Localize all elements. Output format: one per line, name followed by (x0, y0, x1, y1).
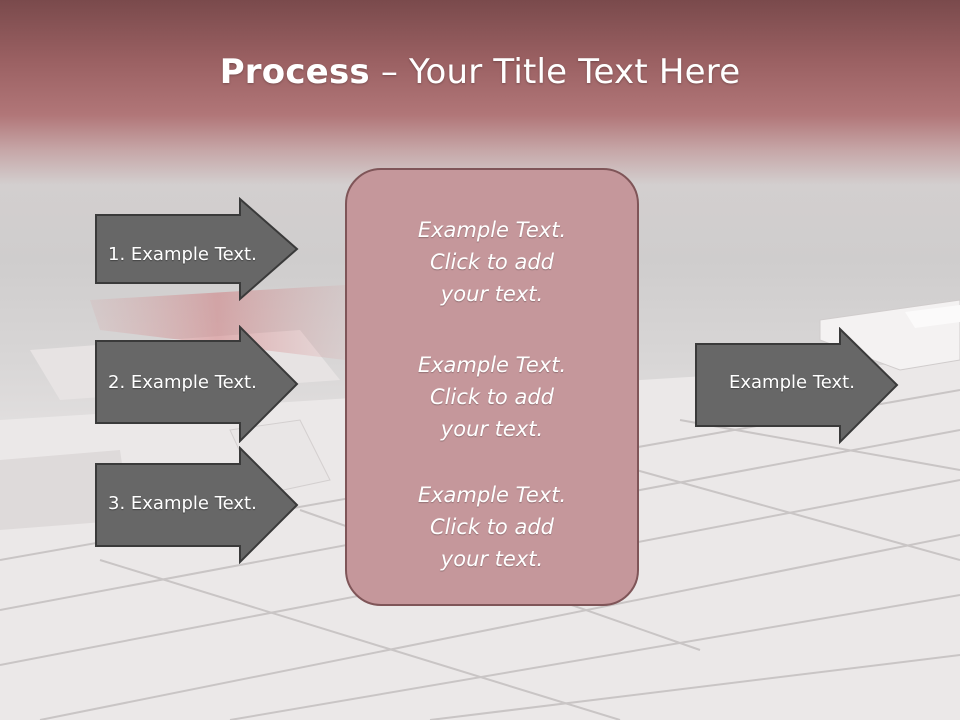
center-paragraph-2: Example Text. Click to add your text. (347, 349, 637, 445)
center-paragraph-3: Example Text. Click to add your text. (347, 479, 637, 575)
input-arrow-3[interactable] (94, 446, 300, 564)
paragraph-3-line-3: your text. (440, 547, 544, 571)
paragraph-1-line-3: your text. (440, 282, 544, 306)
input-arrow-3-label: 3. Example Text. (108, 493, 257, 514)
output-arrow-label: Example Text. (729, 372, 855, 393)
paragraph-2-line-2: Click to add (429, 385, 554, 409)
title-rest: – Your Title Text Here (369, 52, 741, 92)
slide-title: Process – Your Title Text Here (0, 52, 960, 92)
input-arrow-2[interactable] (94, 325, 300, 443)
input-arrow-1[interactable] (94, 197, 300, 301)
paragraph-1-line-1: Example Text. (417, 218, 567, 242)
output-arrow[interactable] (694, 327, 900, 445)
paragraph-1-line-2: Click to add (429, 250, 554, 274)
paragraph-3-line-2: Click to add (429, 515, 554, 539)
paragraph-2-line-3: your text. (440, 417, 544, 441)
paragraph-2-line-1: Example Text. (417, 353, 567, 377)
center-process-box[interactable]: Example Text. Click to add your text. Ex… (345, 168, 639, 606)
paragraph-3-line-1: Example Text. (417, 483, 567, 507)
input-arrow-1-label: 1. Example Text. (108, 244, 257, 265)
input-arrow-2-label: 2. Example Text. (108, 372, 257, 393)
title-bold: Process (219, 52, 370, 92)
center-paragraph-1: Example Text. Click to add your text. (347, 214, 637, 310)
